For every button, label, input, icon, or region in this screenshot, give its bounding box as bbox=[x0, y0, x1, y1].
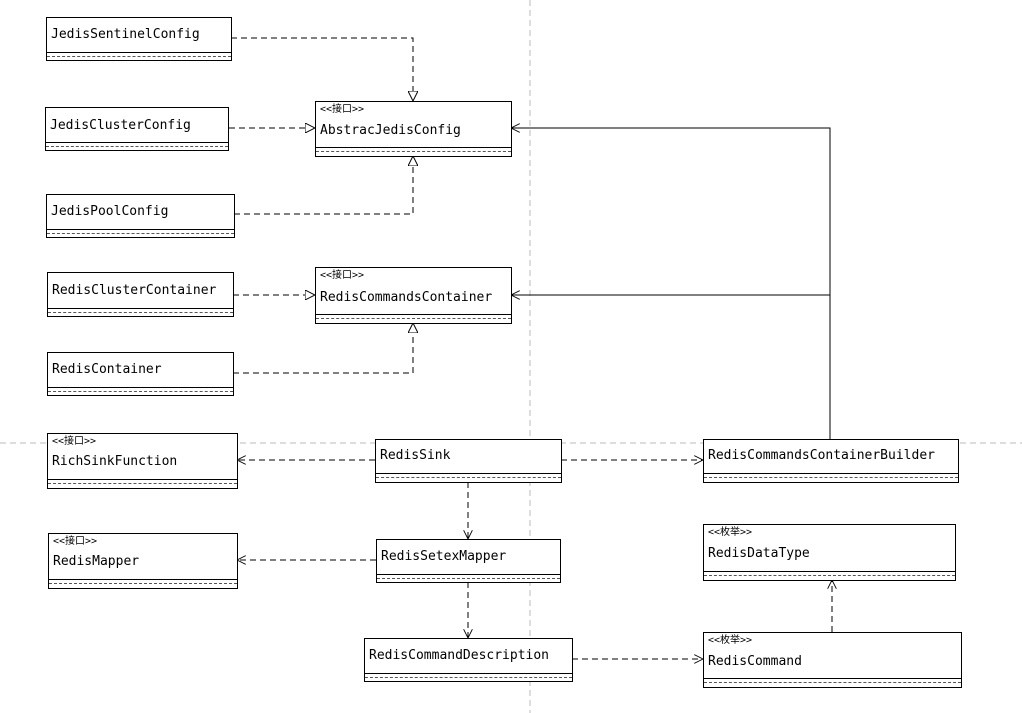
class-name: RedisDataType bbox=[708, 546, 810, 561]
class-rich-sink-function[interactable]: <<接口>> RichSinkFunction bbox=[47, 433, 238, 489]
class-name: AbstracJedisConfig bbox=[320, 123, 461, 138]
class-name: JedisSentinelConfig bbox=[51, 27, 200, 42]
class-name: RedisCommand bbox=[708, 654, 802, 669]
class-stereotype: <<接口>> bbox=[320, 270, 365, 281]
class-redis-commands-container[interactable]: <<接口>> RedisCommandsContainer bbox=[315, 267, 512, 324]
class-name: JedisClusterConfig bbox=[50, 118, 191, 133]
class-name: RedisSetexMapper bbox=[381, 549, 507, 564]
class-stereotype: <<接口>> bbox=[53, 536, 98, 547]
class-name: RedisMapper bbox=[53, 554, 140, 569]
class-name: RedisCommandDescription bbox=[369, 648, 550, 663]
edge-sentinel-to-abstract bbox=[231, 37, 413, 101]
class-jedis-pool-config[interactable]: JedisPoolConfig bbox=[46, 194, 235, 238]
class-jedis-cluster-config[interactable]: JedisClusterConfig bbox=[45, 107, 229, 151]
class-redis-setex-mapper[interactable]: RedisSetexMapper bbox=[376, 539, 561, 583]
class-redis-container[interactable]: RedisContainer bbox=[47, 352, 234, 396]
class-name: RedisSink bbox=[380, 448, 451, 463]
edge-redis-container-to-commands bbox=[233, 323, 413, 374]
class-redis-data-type[interactable]: <<枚举>> RedisDataType bbox=[703, 524, 956, 581]
edge-pool-config-to-abstract bbox=[234, 156, 413, 215]
class-redis-sink[interactable]: RedisSink bbox=[375, 439, 562, 483]
class-stereotype: <<接口>> bbox=[52, 436, 97, 447]
class-name: RichSinkFunction bbox=[52, 454, 178, 469]
class-redis-command-description[interactable]: RedisCommandDescription bbox=[364, 638, 573, 682]
class-name: RedisCommandsContainerBuilder bbox=[708, 448, 935, 463]
class-abstract-jedis-config[interactable]: <<接口>> AbstracJedisConfig bbox=[315, 101, 512, 157]
edge-builder-to-abstract bbox=[511, 128, 831, 439]
class-redis-command[interactable]: <<枚举>> RedisCommand bbox=[703, 632, 962, 688]
class-name: RedisCommandsContainer bbox=[320, 290, 493, 305]
class-stereotype: <<枚举>> bbox=[708, 527, 753, 538]
class-redis-commands-container-builder[interactable]: RedisCommandsContainerBuilder bbox=[703, 439, 959, 483]
class-name: RedisContainer bbox=[52, 362, 162, 377]
class-name: RedisClusterContainer bbox=[52, 283, 217, 298]
class-stereotype: <<接口>> bbox=[320, 104, 365, 115]
class-stereotype: <<枚举>> bbox=[708, 635, 753, 646]
class-name: JedisPoolConfig bbox=[51, 204, 169, 219]
class-redis-cluster-container[interactable]: RedisClusterContainer bbox=[47, 272, 234, 317]
class-jedis-sentinel-config[interactable]: JedisSentinelConfig bbox=[46, 17, 232, 61]
class-redis-mapper[interactable]: <<接口>> RedisMapper bbox=[48, 533, 238, 589]
